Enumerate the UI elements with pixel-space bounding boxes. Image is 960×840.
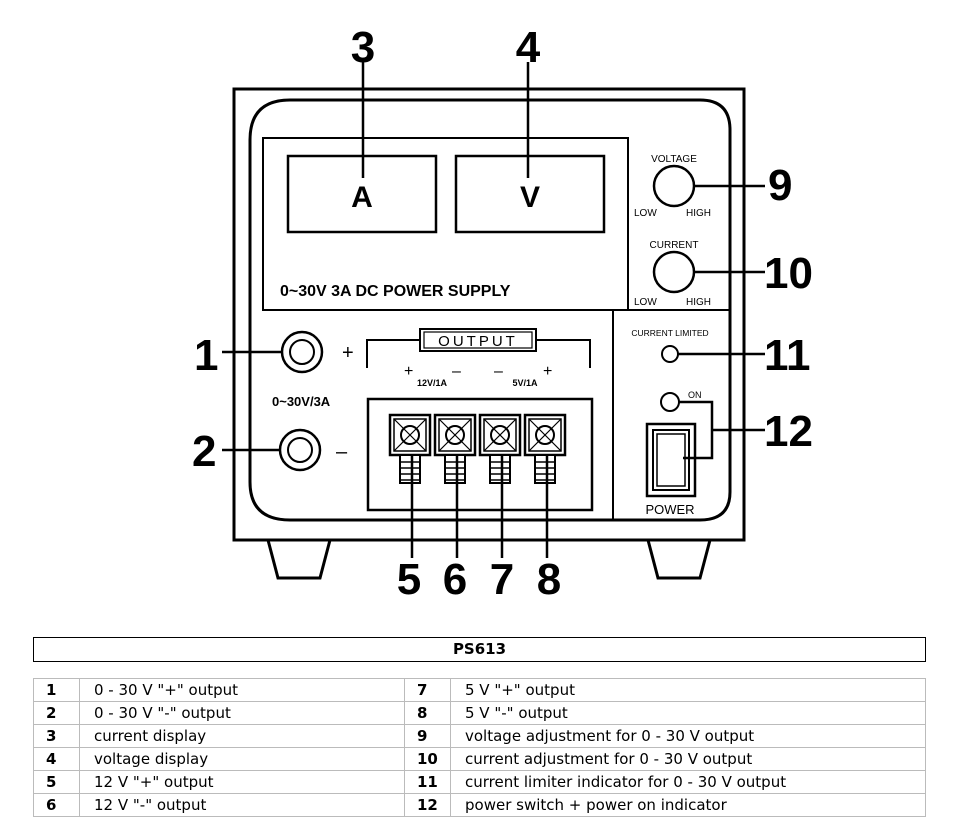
callout-12: 12 bbox=[764, 407, 813, 456]
legend-description: voltage adjustment for 0 - 30 V output bbox=[450, 724, 926, 748]
output-5v-minus: – bbox=[494, 363, 503, 380]
terminal-5v-plus bbox=[523, 413, 567, 484]
current-knob-label: CURRENT bbox=[650, 240, 699, 251]
output-12v-plus: + bbox=[404, 363, 413, 380]
output-12v-minus: – bbox=[452, 363, 461, 380]
current-display-label: A bbox=[351, 181, 373, 214]
voltage-display-label: V bbox=[520, 181, 540, 214]
case-inner bbox=[248, 98, 732, 522]
voltage-knob-high: HIGH bbox=[686, 208, 711, 219]
legend-description: 5 V "+" output bbox=[450, 678, 926, 702]
legend-description: voltage display bbox=[79, 747, 405, 771]
legend-number: 2 bbox=[33, 701, 80, 725]
callout-2: 2 bbox=[192, 427, 216, 476]
current-limited-label: CURRENT LIMITED bbox=[631, 328, 708, 338]
voltage-knob-low: LOW bbox=[634, 208, 657, 219]
legend-number: 4 bbox=[33, 747, 80, 771]
negative-terminal-sign: – bbox=[336, 441, 348, 463]
output-5v-plus: + bbox=[543, 363, 552, 380]
callout-8: 8 bbox=[537, 555, 561, 604]
output-label: OUTPUT bbox=[438, 333, 518, 350]
power-on-led bbox=[660, 392, 680, 412]
legend-description: current adjustment for 0 - 30 V output bbox=[450, 747, 926, 771]
legend-number: 10 bbox=[404, 747, 451, 771]
callout-3: 3 bbox=[351, 23, 375, 72]
legend-number: 12 bbox=[404, 793, 451, 817]
voltage-knob-label: VOLTAGE bbox=[651, 154, 697, 165]
legend-number: 11 bbox=[404, 770, 451, 794]
callout-10: 10 bbox=[764, 249, 813, 298]
terminal-12v-plus bbox=[388, 413, 432, 484]
legend-number: 6 bbox=[33, 793, 80, 817]
output-5v-label: 5V/1A bbox=[512, 378, 538, 388]
legend-number: 9 bbox=[404, 724, 451, 748]
right-foot bbox=[646, 538, 712, 580]
callout-5: 5 bbox=[397, 555, 421, 604]
left-foot bbox=[266, 538, 332, 580]
positive-terminal-sign: + bbox=[342, 342, 354, 364]
callout-6: 6 bbox=[443, 555, 467, 604]
legend-description: 12 V "-" output bbox=[79, 793, 405, 817]
power-switch[interactable] bbox=[645, 422, 697, 498]
legend-description: 0 - 30 V "+" output bbox=[79, 678, 405, 702]
legend-description: 5 V "-" output bbox=[450, 701, 926, 725]
legend-number: 1 bbox=[33, 678, 80, 702]
current-knob[interactable] bbox=[652, 250, 696, 294]
callout-7: 7 bbox=[490, 555, 514, 604]
legend-number: 8 bbox=[404, 701, 451, 725]
legend-description: current display bbox=[79, 724, 405, 748]
legend-description: current limiter indicator for 0 - 30 V o… bbox=[450, 770, 926, 794]
panel-title: 0~30V 3A DC POWER SUPPLY bbox=[280, 283, 511, 300]
power-supply-diagram: A V 0~30V 3A DC POWER SUPPLY VOLTAGE LOW… bbox=[192, 23, 813, 604]
current-limited-led bbox=[661, 345, 679, 363]
legend-description: 12 V "+" output bbox=[79, 770, 405, 794]
power-label: POWER bbox=[645, 502, 694, 517]
legend-description: power switch + power on indicator bbox=[450, 793, 926, 817]
legend-number: 5 bbox=[33, 770, 80, 794]
callout-9: 9 bbox=[768, 161, 792, 210]
current-knob-high: HIGH bbox=[686, 297, 711, 308]
callout-11: 11 bbox=[764, 331, 811, 380]
model-title: PS613 bbox=[33, 637, 926, 662]
callout-4: 4 bbox=[516, 23, 541, 72]
terminal-5v-minus bbox=[478, 413, 522, 484]
voltage-knob[interactable] bbox=[652, 164, 696, 208]
variable-output-label: 0~30V/3A bbox=[272, 394, 331, 409]
legend-description: 0 - 30 V "-" output bbox=[79, 701, 405, 725]
voltage-display bbox=[454, 154, 606, 234]
terminal-12v-minus bbox=[433, 413, 477, 484]
callout-1: 1 bbox=[194, 331, 218, 380]
legend-number: 7 bbox=[404, 678, 451, 702]
on-label: ON bbox=[688, 390, 702, 400]
output-12v-label: 12V/1A bbox=[417, 378, 448, 388]
current-knob-low: LOW bbox=[634, 297, 657, 308]
legend-number: 3 bbox=[33, 724, 80, 748]
